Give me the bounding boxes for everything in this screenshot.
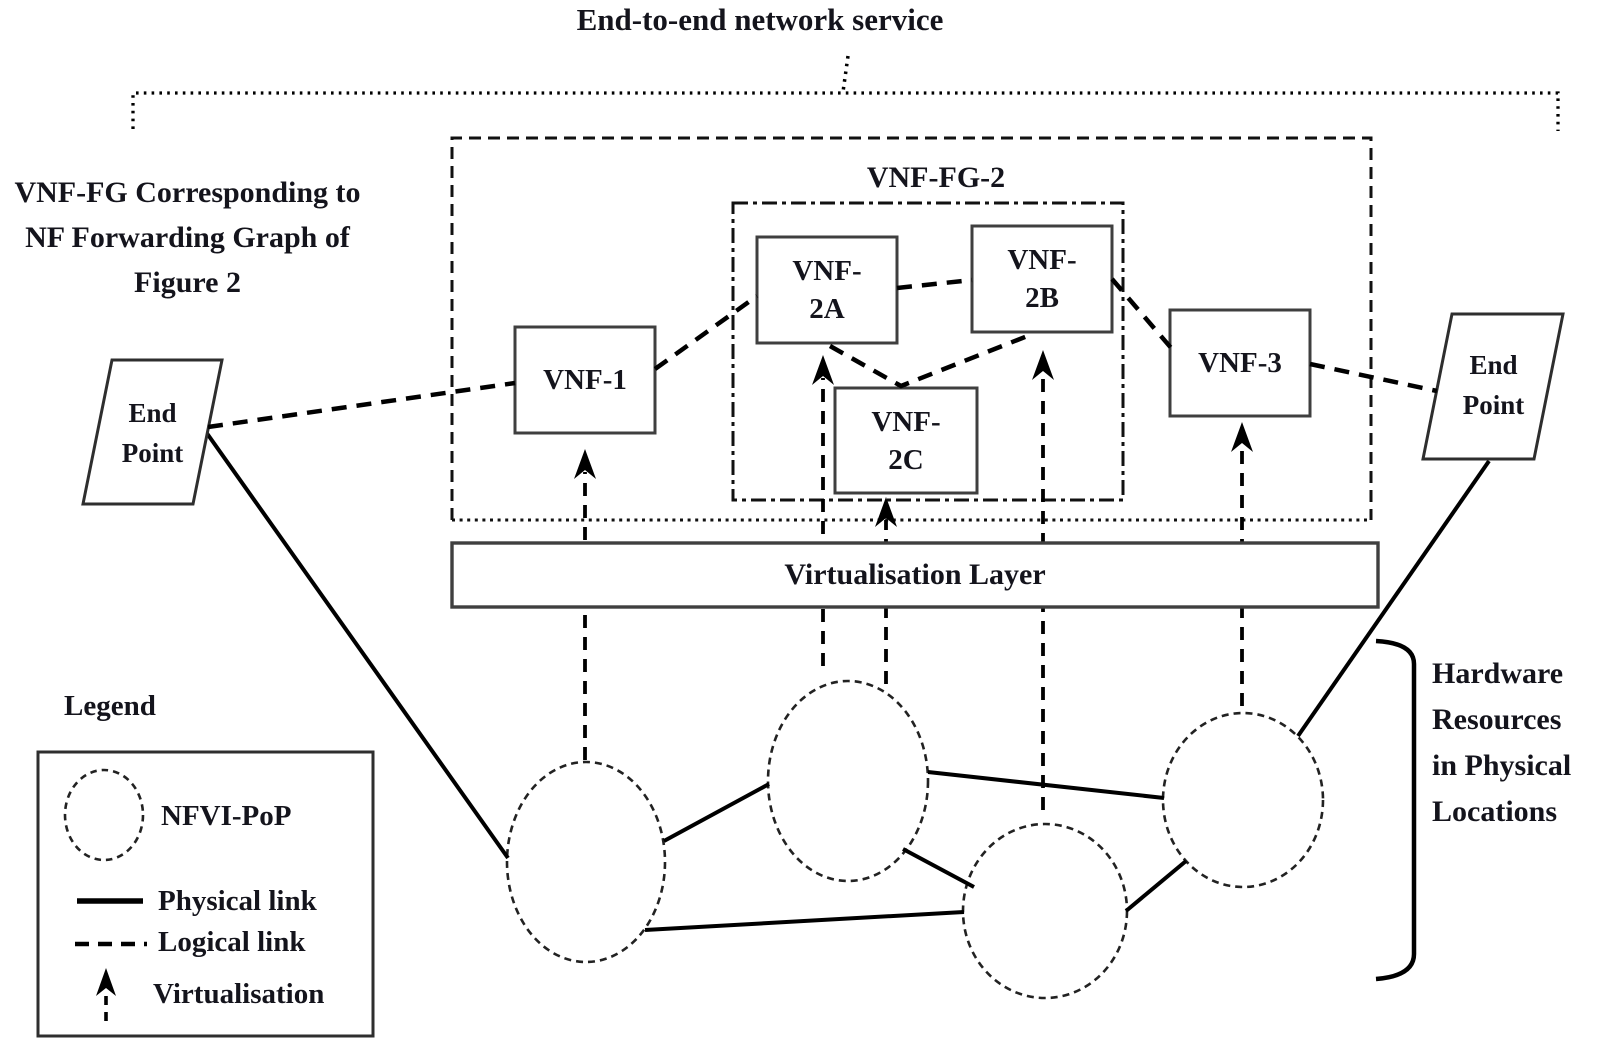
physical-link-pop3-pop4 [1124, 859, 1188, 913]
endpoint-right-label: End Point [1436, 344, 1551, 426]
endpoint-right-shape [1421, 312, 1565, 461]
legend-box [36, 750, 375, 1038]
vnf-fg2-box [731, 201, 1125, 502]
nfvi-pop-circle-4 [1161, 711, 1325, 889]
hardware-resources-note: Hardware Resources in Physical Locations [1432, 651, 1606, 835]
vnf2b-text-line2: 2B [1025, 282, 1059, 314]
diagram-title: End-to-end network service [576, 2, 944, 37]
physical-link-pop2-pop4 [927, 770, 1165, 800]
vnf1-box [513, 325, 657, 435]
endpoint-left-line1: End [128, 398, 177, 428]
hardware-note-line4: Locations [1432, 795, 1558, 828]
hardware-note-line2: Resources [1432, 703, 1562, 736]
arrowhead-vnf2a [812, 355, 834, 385]
physical-link-pop4-epright [1296, 459, 1491, 738]
endpoint-right-line2: Point [1462, 390, 1525, 420]
vnf-fg-note-line2: NF Forwarding Graph of [25, 221, 350, 254]
vnf3-label: VNF-3 [1170, 310, 1310, 416]
legend-item-nfvi-pop: NFVI-PoP [161, 800, 292, 832]
endpoint-right-line1: End [1469, 350, 1518, 380]
nfvi-pop-circle-3 [961, 822, 1129, 1000]
vnf2a-text-line2: 2A [809, 293, 845, 325]
virtualisation-layer-label: Virtualisation Layer [784, 558, 1046, 591]
vnf3-text: VNF-3 [1198, 347, 1282, 379]
logical-link-epleft-vnf1 [207, 380, 516, 430]
legend-item-physical-link: Physical link [158, 885, 317, 917]
arrowhead-vnf2b [1032, 350, 1054, 380]
physical-links [204, 430, 1491, 932]
vnf2b-box [970, 224, 1114, 334]
vnf2b-text-line1: VNF- [1007, 244, 1077, 276]
legend-title: Legend [64, 690, 156, 722]
physical-link-pop1-pop2 [663, 782, 770, 843]
vnf3-box [1168, 308, 1312, 418]
vnf-fg2-label: VNF-FG-2 [866, 161, 1006, 194]
vnf2c-label: VNF- 2C [835, 388, 977, 493]
nfvi-pop-circle-icon [63, 768, 145, 862]
endpoint-left-shape [81, 358, 224, 506]
vnf2a-text-line1: VNF- [792, 255, 862, 287]
vnf-fg-note: VNF-FG Corresponding to NF Forwarding Gr… [0, 170, 375, 305]
physical-link-pop2-pop3 [902, 847, 975, 889]
end-to-end-service-brace [131, 91, 1560, 131]
hardware-note-line3: in Physical [1432, 749, 1572, 782]
arrowhead-vnf1 [574, 449, 596, 479]
logical-link-vnf2b-vnf3 [1110, 277, 1174, 351]
logical-links [207, 277, 1438, 430]
vnf-fg-outer-box [450, 136, 1373, 520]
logical-link-vnf2a-vnf2c-vnf2b [828, 332, 1031, 389]
physical-link-epleft-pop1 [204, 430, 510, 860]
vnf2a-label: VNF- 2A [757, 237, 897, 343]
logical-link-vnf3-epright [1309, 361, 1438, 394]
arrowhead-vnf2c [875, 497, 897, 527]
logical-link-vnf1-vnf2a [653, 294, 759, 371]
vnf1-label: VNF-1 [515, 327, 655, 433]
hardware-resources-bracket [1375, 638, 1417, 982]
vnf2c-text-line1: VNF- [871, 405, 941, 438]
logical-link-vnf2a-vnf2b [896, 277, 973, 291]
virtualisation-arrowheads [574, 350, 1253, 527]
vnf1-text: VNF-1 [543, 364, 627, 396]
endpoint-left-line2: Point [121, 438, 184, 468]
endpoint-left-label: End Point [95, 392, 210, 474]
nfvi-pop-circle-2 [766, 679, 930, 883]
vnf-boxes [513, 224, 1312, 495]
vnf2c-text-line2: 2C [888, 443, 924, 476]
vnf2c-box [833, 386, 979, 495]
physical-link-pop1-pop3 [644, 910, 965, 932]
legend-item-logical-link: Logical link [158, 926, 306, 958]
vnf2b-label: VNF- 2B [972, 226, 1112, 332]
hardware-note-line1: Hardware [1432, 657, 1564, 690]
arrowhead-vnf3 [1231, 422, 1253, 452]
vnf-fg-note-line1: VNF-FG Corresponding to [14, 176, 361, 209]
legend-item-virtualisation: Virtualisation [153, 978, 325, 1010]
vnf2a-box [755, 235, 899, 345]
virtualisation-arrow-icon-head [96, 968, 116, 996]
virtualisation-layer-box [450, 541, 1380, 609]
vnf-fg-note-line3: Figure 2 [134, 266, 241, 299]
nfvi-pop-circle-1 [505, 760, 667, 964]
end-to-end-service-brace-tick [841, 55, 850, 93]
